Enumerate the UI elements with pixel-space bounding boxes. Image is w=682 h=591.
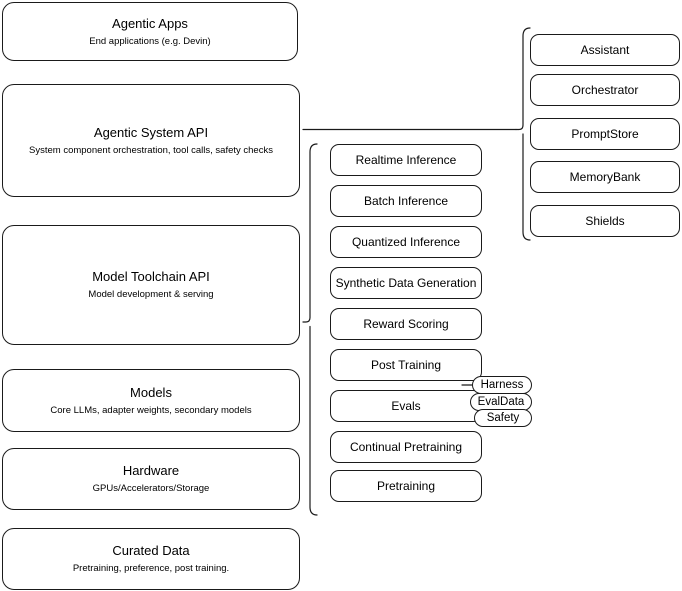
layer-agentic-apps[interactable]: Agentic Apps End applications (e.g. Devi… — [2, 2, 298, 61]
component-assistant[interactable]: Assistant — [530, 34, 680, 66]
capability-batch-inference[interactable]: Batch Inference — [330, 185, 482, 217]
capability-pretraining[interactable]: Pretraining — [330, 470, 482, 502]
layer-curated-data[interactable]: Curated Data Pretraining, preference, po… — [2, 528, 300, 590]
layer-subtitle: End applications (e.g. Devin) — [89, 35, 211, 47]
capability-realtime-inference[interactable]: Realtime Inference — [330, 144, 482, 176]
layer-subtitle: System component orchestration, tool cal… — [29, 144, 273, 156]
capability-evals[interactable]: Evals — [330, 390, 482, 422]
layer-model-toolchain-api[interactable]: Model Toolchain API Model development & … — [2, 225, 300, 345]
layer-agentic-system-api[interactable]: Agentic System API System component orch… — [2, 84, 300, 197]
brace-system-components — [515, 27, 531, 241]
capability-quantized-inference[interactable]: Quantized Inference — [330, 226, 482, 258]
component-orchestrator[interactable]: Orchestrator — [530, 74, 680, 106]
layer-hardware[interactable]: Hardware GPUs/Accelerators/Storage — [2, 448, 300, 510]
layer-subtitle: GPUs/Accelerators/Storage — [92, 483, 210, 494]
capability-continual-pretraining[interactable]: Continual Pretraining — [330, 431, 482, 463]
component-promptstore[interactable]: PromptStore — [530, 118, 680, 150]
badge-safety[interactable]: Safety — [474, 409, 532, 427]
layer-title: Models — [130, 384, 172, 400]
component-memorybank[interactable]: MemoryBank — [530, 161, 680, 193]
component-shields[interactable]: Shields — [530, 205, 680, 237]
badge-harness[interactable]: Harness — [472, 376, 532, 394]
capability-reward-scoring[interactable]: Reward Scoring — [330, 308, 482, 340]
brace-toolchain-capabilities — [302, 143, 318, 516]
layer-title: Agentic System API — [93, 124, 209, 140]
layer-title: Agentic Apps — [112, 15, 188, 31]
layer-subtitle: Model development & serving — [88, 289, 214, 300]
capability-synthetic-data-generation[interactable]: Synthetic Data Generation — [330, 267, 482, 299]
badge-evaldata[interactable]: EvalData — [470, 393, 532, 411]
layer-title: Hardware — [122, 463, 180, 478]
layer-subtitle: Core LLMs, adapter weights, secondary mo… — [50, 404, 252, 416]
layer-subtitle: Pretraining, preference, post training. — [72, 563, 230, 574]
layer-title: Curated Data — [112, 543, 190, 558]
capability-post-training[interactable]: Post Training — [330, 349, 482, 381]
layer-models[interactable]: Models Core LLMs, adapter weights, secon… — [2, 369, 300, 432]
layer-title: Model Toolchain API — [92, 269, 210, 284]
